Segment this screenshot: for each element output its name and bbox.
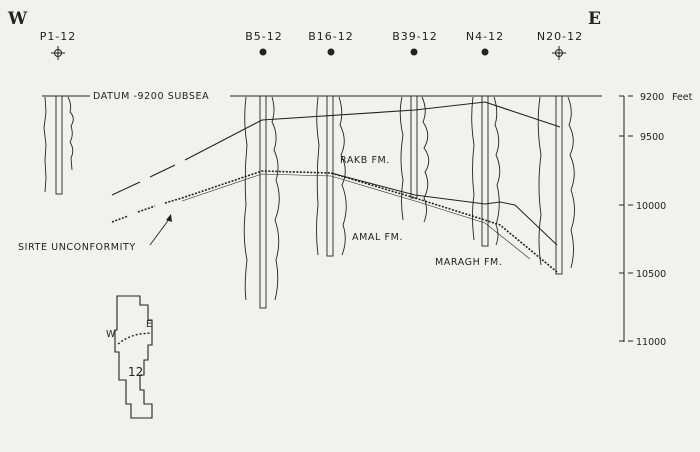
well-log-b5-12 (243, 95, 280, 309)
well-name-n4-12: N4-12 (466, 30, 504, 43)
leader-arrowhead-icon (166, 214, 172, 222)
rakb-top-line (111, 101, 561, 196)
oil-well-icon (410, 48, 418, 56)
well-log-n20-12 (537, 95, 575, 275)
well-name-b39-12: B39-12 (392, 30, 438, 43)
well-name-n20-12: N20-12 (537, 30, 583, 43)
index-map: W E 12 (106, 295, 153, 419)
index-map-block-label: 12 (128, 365, 143, 379)
depth-scale: 9200 Feet 9500 10000 10500 11000 (619, 92, 693, 348)
amal-boundary-line (330, 172, 558, 246)
sirte-unconformity-label: SIRTE UNCONFORMITY (18, 242, 136, 253)
depth-tick-11000: 11000 (636, 337, 666, 348)
datum-label: DATUM -9200 SUBSEA (93, 91, 209, 102)
well-name-p1-12: P1-12 (40, 30, 77, 43)
index-map-east-label: E (146, 319, 153, 330)
depth-tick-10500: 10500 (636, 269, 666, 280)
west-label: W (7, 9, 28, 29)
datum-label-mask (90, 89, 230, 101)
index-map-west-label: W (106, 329, 116, 340)
sirte-unconformity-line (111, 170, 558, 273)
depth-tick-9500: 9500 (640, 132, 664, 143)
well-logs (43, 95, 575, 309)
depth-unit: Feet (672, 92, 693, 103)
unconformity-hatch (181, 173, 531, 260)
maragh-fm-label: MARAGH FM. (435, 257, 502, 268)
oil-well-icon (327, 48, 335, 56)
oil-well-icon (481, 48, 489, 56)
oil-well-icon (259, 48, 267, 56)
unconformity-leader (149, 217, 171, 246)
well-log-p1-12 (43, 95, 74, 195)
amal-fm-label: AMAL FM. (352, 232, 403, 243)
rakb-fm-label: RAKB FM. (340, 155, 390, 166)
well-log-b39-12 (399, 95, 430, 223)
well-name-b16-12: B16-12 (308, 30, 354, 43)
dry-hole-icon (552, 46, 566, 60)
well-name-b5-12: B5-12 (245, 30, 283, 43)
dry-hole-icon (51, 46, 65, 60)
east-label: E (588, 9, 601, 29)
depth-tick-9200: 9200 (640, 92, 664, 103)
depth-tick-10000: 10000 (636, 201, 666, 212)
